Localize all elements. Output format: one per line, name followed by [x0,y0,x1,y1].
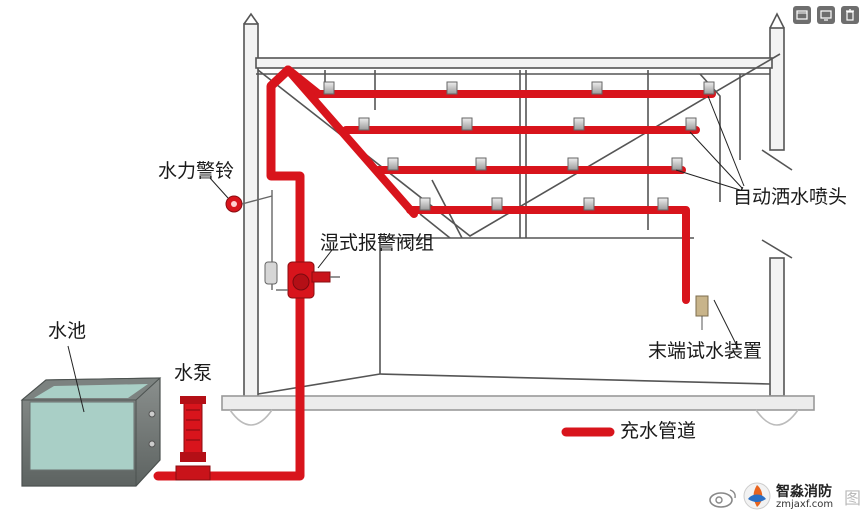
window-icon[interactable] [793,6,811,24]
sprinkler-heads [323,81,715,211]
watermark: 智淼消防 zmjaxf.com 图 [708,478,867,514]
label-fire-pump: 水泵 [174,362,213,384]
watermark-extra-glyph: 图 [844,489,861,509]
fire-pump [175,396,211,481]
label-wet-alarm-valve-group: 湿式报警阀组 [320,232,435,254]
wet-alarm-valve [276,249,340,299]
weibo-icon [709,489,736,508]
water-alarm-bell [209,177,278,290]
label-water-pool: 水池 [48,320,87,342]
sprinkler-leader-lines [675,95,745,191]
watermark-brand-name: 智淼消防 [776,484,832,500]
monitor-icon[interactable] [817,6,835,24]
label-sprinkler-heads: 自动洒水喷头 [733,186,848,208]
label-end-test-device: 末端试水装置 [648,340,763,362]
fill-pipes [153,65,716,481]
trash-icon[interactable] [841,6,859,24]
label-water-alarm-bell: 水力警铃 [158,160,235,182]
image-toolbar [793,6,859,24]
pool-leader-line [67,345,85,413]
water-pool [20,377,162,487]
label-legend-fill-pipe: 充水管道 [620,420,697,442]
end-test-device [695,295,739,349]
brand-logo-icon [743,482,771,510]
watermark-url: zmjaxf.com [776,499,834,510]
building-frame [221,12,815,426]
